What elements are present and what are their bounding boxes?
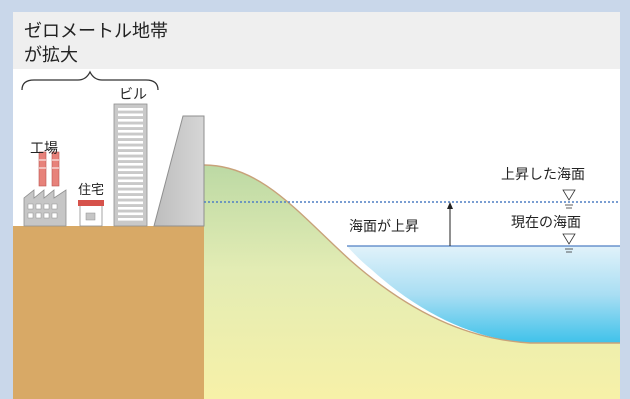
building-window [118, 168, 143, 172]
title-band [13, 12, 620, 69]
label-current-sea: 現在の海面 [511, 215, 581, 231]
building-window [118, 163, 143, 166]
building-window [118, 190, 143, 194]
land-block [13, 226, 204, 399]
building-window [118, 130, 143, 133]
title-line-1: ゼロメートル地帯 [24, 21, 168, 42]
label-building: ビル [119, 87, 147, 103]
seawall [153, 115, 205, 227]
building-window [118, 146, 143, 150]
hill-slope [204, 165, 620, 399]
building-window [118, 119, 143, 122]
house [78, 200, 104, 227]
building-window [118, 152, 143, 155]
building-window [118, 212, 143, 216]
building-window [118, 185, 143, 188]
risen-sea-marker [562, 189, 576, 209]
chimney-right [51, 151, 60, 187]
building-window [118, 113, 143, 117]
label-risen-sea: 上昇した海面 [501, 167, 585, 183]
sea-body [347, 246, 620, 343]
building-window [118, 218, 143, 221]
building-window [118, 179, 143, 183]
building-window [118, 174, 143, 177]
building-window [118, 108, 143, 111]
building-window [118, 196, 143, 199]
label-sea-rising: 海面が上昇 [349, 219, 419, 235]
current-sea-marker [562, 233, 576, 253]
building-window [118, 201, 143, 205]
label-house: 住宅 [78, 183, 104, 198]
title-line-2: が拡大 [24, 45, 78, 66]
group-brace [21, 70, 159, 91]
building-window [118, 141, 143, 144]
building-window [118, 124, 143, 128]
factory [23, 151, 67, 227]
building-window [118, 207, 143, 210]
hill-outline [203, 164, 620, 344]
building-window [118, 157, 143, 161]
building-window [118, 135, 143, 139]
rise-arrowhead [447, 202, 453, 209]
label-factory: 工場 [30, 141, 58, 157]
tall-building [113, 103, 148, 227]
chimney-left [38, 151, 47, 187]
